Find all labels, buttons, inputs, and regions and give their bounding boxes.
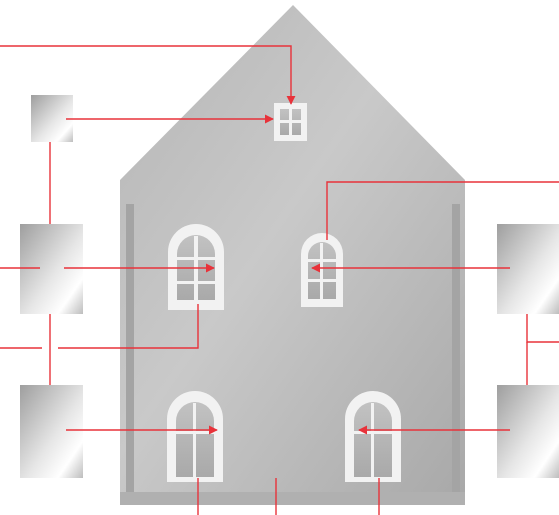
window-lower-left	[167, 391, 223, 482]
leader-left-lower-line-b	[58, 304, 199, 349]
attic-window	[274, 103, 307, 141]
leader-upper-right-window	[326, 181, 559, 240]
swatch-left-middle	[20, 224, 83, 314]
swatch-right-middle	[497, 224, 559, 314]
window-upper-left	[168, 224, 224, 310]
swatch-left-bottom	[20, 385, 83, 478]
right-pilaster	[452, 204, 460, 500]
window-lower-right	[345, 391, 401, 482]
connector-right-bracket	[526, 314, 559, 343]
base-plinth	[120, 492, 465, 505]
swatch-right-bottom	[497, 385, 559, 478]
leader-lines	[0, 45, 559, 515]
window-upper-right	[301, 233, 343, 307]
leader-attic-window	[0, 45, 296, 105]
house-facade	[120, 5, 465, 505]
left-pilaster	[126, 204, 134, 500]
